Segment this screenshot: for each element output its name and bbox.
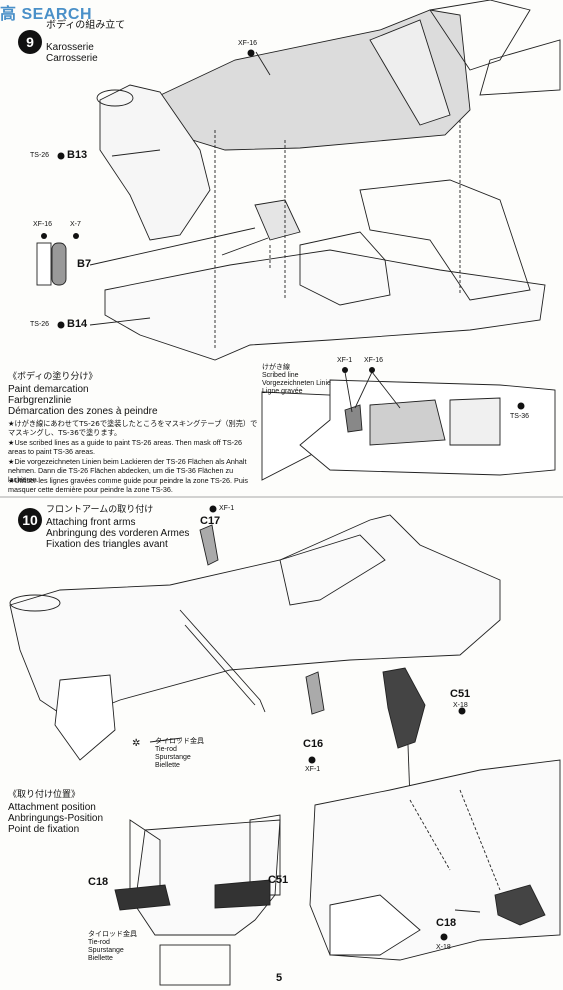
paint-xf16-bottle-label: XF-16 — [33, 221, 53, 228]
paint-xf1-label-b: XF-1 — [305, 766, 321, 773]
watermark: 高 SEARCH — [0, 6, 93, 23]
step-9-title-jp: ボディの組み立て — [46, 20, 126, 31]
tierod-label-en: Tie-rod — [155, 746, 177, 753]
paint-xf1-demarcation: XF-1 — [337, 357, 353, 364]
attachment-title-de: Anbringungs-Position — [8, 813, 104, 824]
step-10-title-de: Anbringung des vorderen Armes — [46, 528, 190, 539]
tierod-label-de: Spurstange — [155, 754, 191, 761]
attachment-tierod-jp: タイロッド金具 — [88, 930, 137, 938]
part-c17-drawing — [199, 524, 219, 566]
paint-ts26-label-b: TS-26 — [30, 321, 50, 328]
paint-ts36-label: TS-36 — [510, 413, 530, 420]
part-c18-label-left: C18 — [88, 876, 109, 888]
paint-x7-bottle-label: X-7 — [70, 221, 81, 228]
attachment-tierod-de: Spurstange — [88, 947, 124, 954]
paint-xf1-label-a: XF-1 — [219, 505, 235, 512]
part-b14-label: B14 — [67, 318, 88, 330]
demarcation-note-fr: ★Utiliser les lignes gravées comme guide… — [8, 476, 249, 494]
lower-tub-drawing — [104, 249, 546, 361]
step-10-badge: 10 — [18, 508, 42, 532]
demarcation-note-en: ★Use scribed lines as a guide to paint T… — [8, 438, 243, 456]
paint-ts26-label-a: TS-26 — [30, 152, 50, 159]
demarcation-note-de: ★Die vorgezeichneten Linien beim Lackier… — [8, 457, 247, 484]
demarcation-note-jp: ★けがき線にあわせてTS-26で塗装したところをマスキングテープ（別売）でマスキ… — [8, 419, 258, 437]
scribed-line-en: Scribed line — [262, 372, 299, 379]
attachment-front-view-drawing — [134, 819, 281, 936]
step-9-title-de: Karosserie — [46, 42, 94, 53]
attachment-title-fr: Point de fixation — [8, 824, 80, 835]
step-10-title-jp: フロントアームの取り付け — [46, 505, 154, 515]
demarcation-title-fr: Démarcation des zones à peindre — [8, 406, 158, 417]
part-b7-label: B7 — [77, 258, 92, 270]
tierod-label-fr: Biellette — [155, 762, 180, 769]
part-c16-label: C16 — [303, 738, 324, 750]
paint-x18-label-a: X-18 — [453, 702, 468, 709]
part-c18-label-side: C18 — [436, 917, 457, 929]
demarcation-title-en: Paint demarcation — [8, 384, 89, 395]
attachment-title-en: Attachment position — [8, 802, 96, 813]
attachment-tierod-en: Tie-rod — [88, 939, 110, 946]
step-9-badge: 9 — [18, 30, 42, 54]
tierod-icon: ✲ — [132, 738, 141, 749]
attachment-tierod-fr: Biellette — [88, 955, 113, 962]
tierod-label-jp: タイロッド金具 — [155, 737, 204, 745]
step-10-title-fr: Fixation des triangles avant — [46, 539, 168, 550]
page-number: 5 — [276, 972, 283, 984]
part-c51-label-right: C51 — [268, 874, 289, 886]
scribed-line-de: Vorgezeichneten Linie — [262, 380, 331, 387]
step-9-title-fr: Carrosserie — [46, 53, 98, 64]
demarcation-title-de: Farbgrenzlinie — [8, 395, 72, 406]
nose-drawing — [99, 84, 211, 241]
demarcation-title-jp: 《ボディの塗り分け》 — [8, 372, 98, 382]
paint-xf16-demarcation: XF-16 — [364, 357, 384, 364]
part-c51-drawing — [382, 667, 426, 749]
paint-x18-label-b: X-18 — [436, 944, 451, 951]
part-b7-drawing — [254, 199, 301, 241]
paint-xf16-label: XF-16 — [238, 40, 258, 47]
attachment-title-jp: 《取り付け位置》 — [8, 790, 81, 800]
scribed-line-jp: けがき線 — [262, 363, 290, 371]
part-c16-drawing — [305, 671, 325, 715]
part-b13-label: B13 — [67, 149, 88, 161]
scribed-line-fr: Ligne gravée — [262, 388, 303, 395]
part-c17-label: C17 — [200, 515, 221, 527]
part-c51-label: C51 — [450, 688, 471, 700]
step-10-title-en: Attaching front arms — [46, 517, 136, 528]
